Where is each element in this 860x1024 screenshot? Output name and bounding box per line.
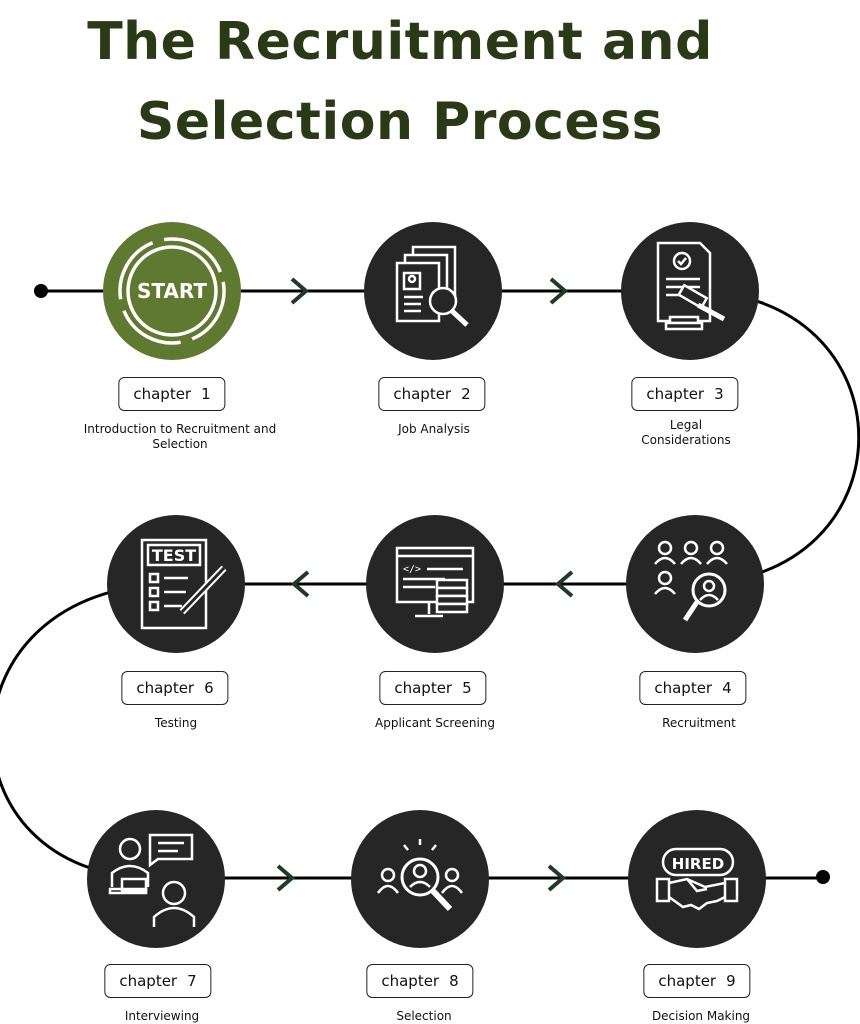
step-3-node [620, 221, 760, 361]
start-dot [34, 284, 48, 298]
step-5-label: Applicant Screening [375, 716, 495, 730]
svg-text:TEST: TEST [152, 546, 196, 565]
step-4-label: Recruitment [662, 716, 736, 730]
step-9-node: HIRED [627, 809, 767, 949]
step-2-node [363, 221, 503, 361]
arrow-right-icon [290, 277, 310, 305]
interview-icon [87, 810, 225, 948]
arrow-left-icon [290, 570, 310, 598]
step-6-label: Testing [154, 716, 198, 730]
page-title: The Recruitment and Selection Process [0, 2, 800, 162]
svg-text:START: START [137, 279, 207, 303]
contract-gavel-icon [621, 222, 759, 360]
step-7-node [86, 809, 226, 949]
arrow-right-icon [276, 864, 296, 892]
step-4-node [625, 514, 765, 654]
step-3-label: Legal Considerations [641, 418, 731, 447]
svg-text:</>: </> [403, 564, 421, 575]
step-2-label: Job Analysis [398, 422, 470, 436]
candidate-selection-icon [351, 810, 489, 948]
end-dot [816, 870, 830, 884]
step-1-node: START [102, 221, 242, 361]
title-line-1: The Recruitment and [87, 12, 713, 72]
step-8-node [350, 809, 490, 949]
arrow-right-icon [547, 864, 567, 892]
step-5-node: </> [365, 514, 505, 654]
step-9-label: Decision Making [651, 1009, 751, 1023]
start-icon: START [103, 222, 241, 360]
documents-magnifier-icon [364, 222, 502, 360]
step-7-label: Interviewing [124, 1009, 200, 1023]
connector-curve-left [0, 582, 176, 880]
people-search-icon [626, 515, 764, 653]
title-line-2: Selection Process [136, 92, 664, 152]
arrow-right-icon [549, 277, 569, 305]
svg-text:HIRED: HIRED [672, 855, 724, 873]
step-1-label: Introduction to Recruitment and Selectio… [83, 422, 277, 451]
step-8-label: Selection [396, 1009, 452, 1023]
connector-curve-right [689, 289, 860, 586]
step-6-node: TEST [106, 514, 246, 654]
computer-code-icon: </> [366, 515, 504, 653]
test-sheet-pencil-icon: TEST [107, 515, 245, 653]
arrow-left-icon [554, 570, 574, 598]
hired-handshake-icon: HIRED [628, 810, 766, 948]
